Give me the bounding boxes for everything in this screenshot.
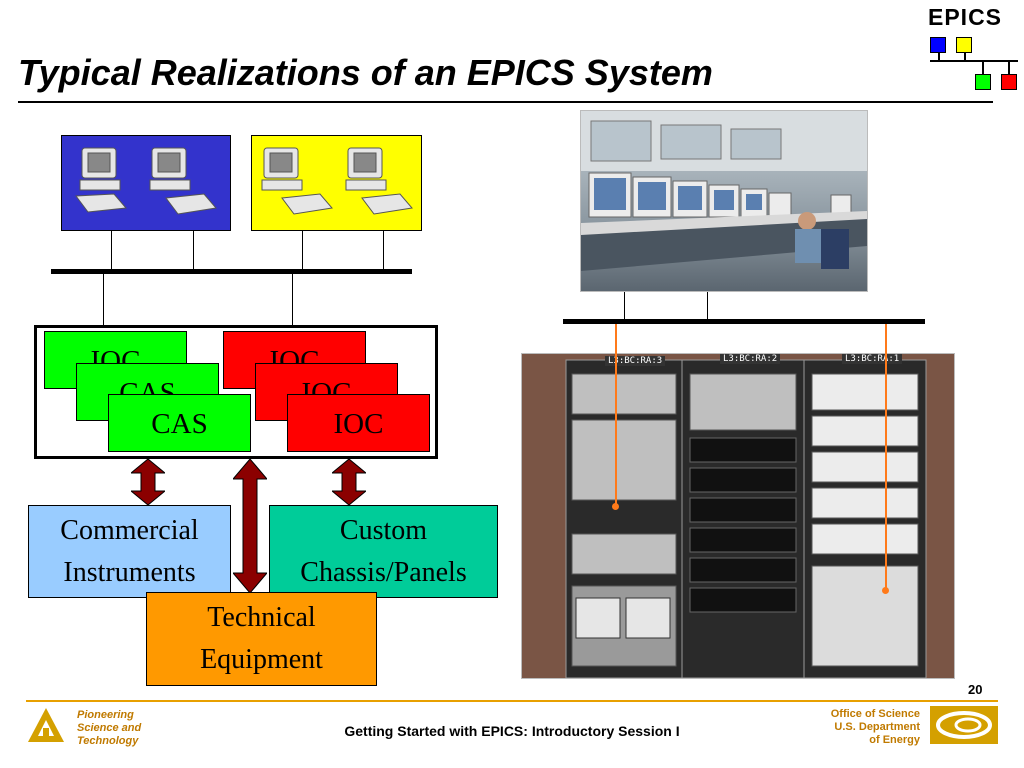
network-bus-right: [563, 319, 925, 324]
box-line: Instruments: [63, 556, 196, 588]
logo-yellow-square: [956, 37, 972, 53]
network-drop: [302, 231, 303, 269]
title-rule: [18, 101, 993, 103]
network-drop: [111, 231, 112, 269]
logo-tree-line: [930, 60, 1018, 62]
logo-tree-stem: [964, 53, 966, 62]
orange-connection-line: [615, 324, 617, 507]
epics-logo-graphic: [924, 34, 1020, 94]
logo-red-square: [1001, 74, 1017, 90]
workstation-computers-icon: [261, 147, 413, 215]
box-line: Equipment: [200, 644, 323, 675]
footer-right-line: of Energy: [869, 734, 920, 746]
footer-left-text: Pioneering Science and Technology: [77, 709, 141, 748]
argonne-logo-icon: [28, 708, 64, 742]
technical-equipment-box: Technical Equipment: [146, 592, 377, 686]
logo-blue-square: [930, 37, 946, 53]
footer-left-line: Technology: [77, 735, 139, 747]
orange-connection-dot: [882, 587, 889, 594]
footer-left-line: Pioneering: [77, 709, 134, 721]
network-drop: [103, 274, 104, 325]
rack-label: L3:BC:RA:1: [842, 354, 903, 364]
doe-logo-icon: [930, 706, 998, 744]
equipment-racks-photo: [521, 353, 955, 679]
slide-title: Typical Realizations of an EPICS System: [18, 52, 713, 93]
network-drop: [624, 292, 625, 319]
footer-right-line: U.S. Department: [834, 721, 920, 733]
box-line: Commercial: [60, 514, 199, 546]
logo-green-square: [975, 74, 991, 90]
logo-tree-stem: [982, 60, 984, 74]
double-arrow-technical: [233, 459, 267, 593]
rack-label: L3:BC:RA:3: [605, 356, 666, 366]
footer-rule: [26, 700, 998, 702]
orange-connection-dot: [612, 503, 619, 510]
rack-label: L3:BC:RA:2: [720, 354, 781, 364]
network-bus-left: [51, 269, 412, 274]
epics-logo-text: EPICS: [928, 4, 1003, 30]
ioc-card: IOC: [287, 394, 430, 452]
logo-tree-stem: [938, 53, 940, 62]
page-number: 20: [968, 682, 983, 697]
footer-right-line: Office of Science: [830, 708, 920, 720]
cas-card: CAS: [108, 394, 251, 452]
rack-illustration: [522, 354, 954, 678]
footer-left-line: Science and: [77, 722, 142, 734]
custom-chassis-box: Custom Chassis/Panels: [269, 505, 498, 598]
box-line: Chassis/Panels: [300, 556, 467, 588]
network-drop: [193, 231, 194, 269]
network-drop: [292, 274, 293, 325]
control-room-illustration: [581, 111, 867, 271]
workstation-computers-icon: [75, 147, 217, 215]
box-line: Custom: [339, 514, 428, 546]
control-room-photo: [580, 110, 868, 292]
footer-right-text: Office of Science U.S. Department of Ene…: [790, 708, 920, 747]
network-drop: [383, 231, 384, 269]
yellow-workstation-panel: [251, 135, 422, 231]
double-arrow-custom: [332, 459, 366, 505]
logo-tree-stem: [1008, 60, 1010, 74]
orange-connection-line: [885, 324, 887, 591]
blue-workstation-panel: [61, 135, 231, 231]
box-line: Technical: [207, 602, 316, 633]
double-arrow-commercial: [131, 459, 165, 505]
commercial-instruments-box: Commercial Instruments: [28, 505, 231, 598]
network-drop: [707, 292, 708, 319]
footer-center-text: Getting Started with EPICS: Introductory…: [344, 723, 680, 739]
